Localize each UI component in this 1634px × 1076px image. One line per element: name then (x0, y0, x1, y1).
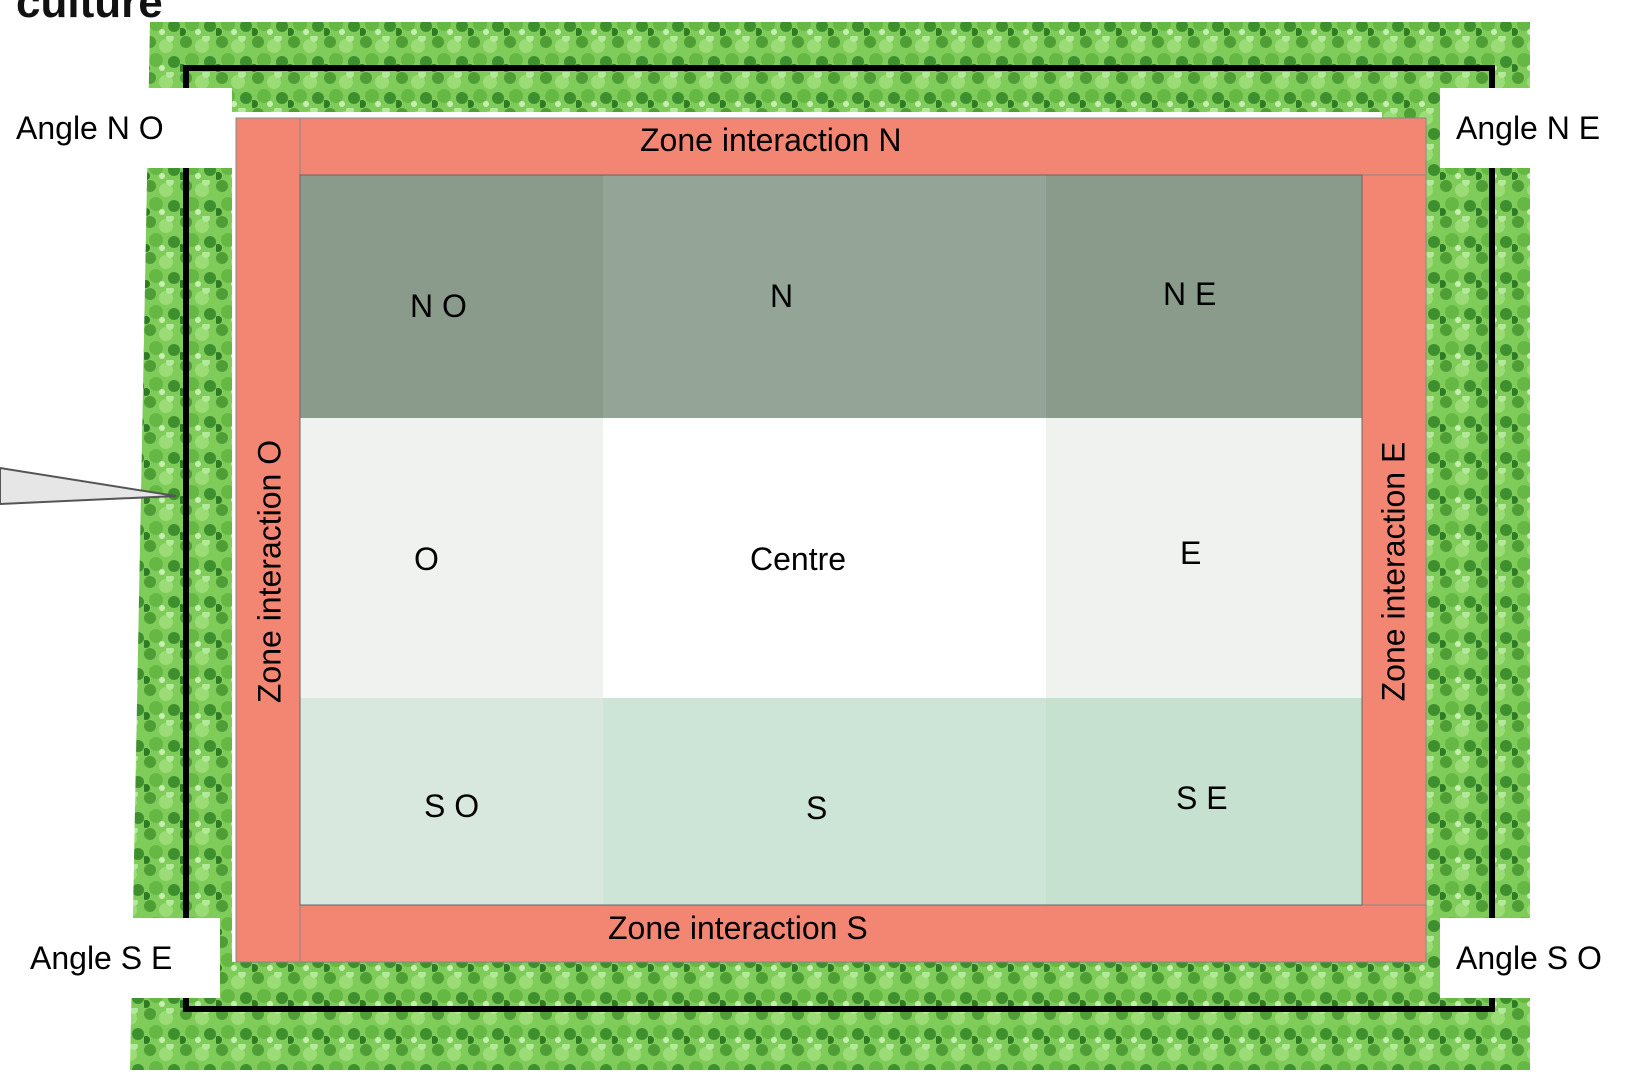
cell-label-center: Centre (750, 543, 846, 575)
cell-n (603, 175, 1046, 418)
corner-label-north-west-text: Angle N O (16, 110, 164, 147)
corner-label-south-west-text: Angle S E (30, 940, 172, 977)
cell-label-se: S E (1176, 782, 1228, 814)
corner-label-north-east: Angle N E (1440, 88, 1634, 168)
interaction-zone-east-label: Zone interaction E (1376, 422, 1413, 722)
interaction-zone-north-label: Zone interaction N (640, 124, 901, 156)
cell-label-w: O (414, 543, 439, 575)
page-title-fragment: culture (16, 0, 163, 28)
cell-w (300, 418, 603, 698)
corner-label-south-east-text: Angle S O (1456, 940, 1602, 977)
cell-label-e: E (1180, 537, 1201, 569)
corner-label-south-east: Angle S O (1440, 918, 1634, 998)
corner-label-south-west: Angle S E (14, 918, 220, 998)
cell-label-nw: N O (410, 290, 467, 322)
corner-label-north-east-text: Angle N E (1456, 110, 1600, 147)
cell-label-s: S (806, 792, 827, 824)
corner-label-north-west: Angle N O (0, 88, 232, 168)
cell-label-ne: N E (1163, 278, 1216, 310)
interaction-zone-south-label: Zone interaction S (608, 912, 868, 944)
interaction-zone-west-label: Zone interaction O (252, 422, 289, 722)
cell-e (1046, 418, 1362, 698)
cell-label-sw: S O (424, 790, 479, 822)
cell-label-n: N (770, 280, 793, 312)
